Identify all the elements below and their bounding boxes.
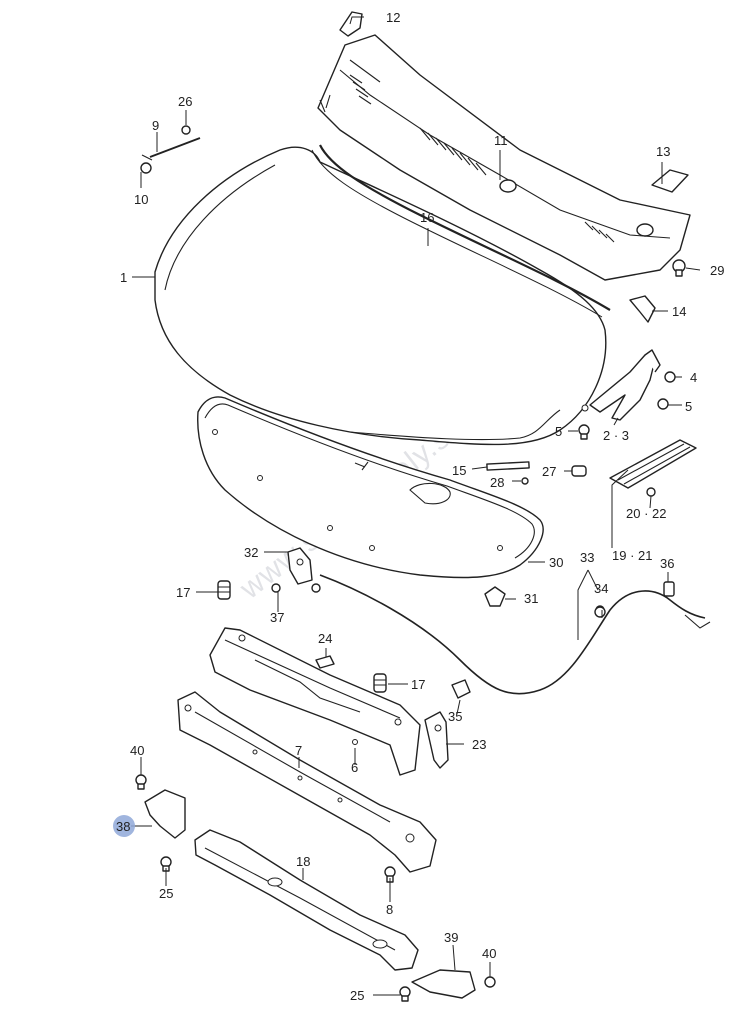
fastener-part-28 [521,477,529,485]
leader-lines [131,16,701,996]
bolt-part-40b [484,976,496,988]
callout-27: 27 [542,464,556,479]
weather-strip-part [311,144,611,318]
callout-38-highlight [113,815,135,837]
bolt-part-25b [399,986,411,1002]
callout-10: 10 [134,192,148,207]
callout-35: 35 [448,709,462,724]
callout-32: 32 [244,545,258,560]
callout-18: 18 [296,854,310,869]
callout-30: 30 [549,555,563,570]
bolt-part-5b [578,424,590,440]
bolt-part-5a [657,398,669,410]
hood-insulator-part [197,396,544,579]
callout-34: 34 [594,581,608,596]
bracket-part-38 [144,789,186,839]
callout-8: 8 [386,902,393,917]
lever-part-23 [424,711,449,769]
bracket-part-14 [629,295,656,323]
callout-26: 26 [178,94,192,109]
upper-member-part [177,691,437,873]
callout-4: 4 [690,370,697,385]
lower-member-part [194,829,419,971]
callout-28: 28 [490,475,504,490]
callout-1: 1 [120,270,127,285]
callout-14: 14 [672,304,686,319]
prop-rod-part [140,125,201,174]
callout-5-left: 5 [555,424,562,439]
callout-17-bottom: 17 [411,677,425,692]
cowl-panel-part [317,34,691,281]
callout-23: 23 [472,737,486,752]
callout-19-21: 19 · 21 [612,548,652,563]
callout-24: 24 [318,631,332,646]
clip-part-12 [339,11,363,37]
clip-part-35 [451,679,471,699]
callout-labels: 12 26 9 10 11 13 16 1 29 14 4 5 5 2 · 3 … [116,10,724,1003]
hood-hinge-part [581,349,661,421]
cable-end-part-36 [663,581,675,597]
grommet-part-31 [484,586,506,607]
callout-25-left: 25 [159,886,173,901]
bolt-part-40a [135,774,147,790]
bracket-part-39 [411,969,476,999]
bumper-part-17a [217,580,231,600]
callout-15: 15 [452,463,466,478]
callout-40-right: 40 [482,946,496,961]
callout-31: 31 [524,591,538,606]
callout-37: 37 [270,610,284,625]
clip-part-34 [594,606,606,618]
hood-latch-part [271,547,321,593]
callout-40-left: 40 [130,743,144,758]
bumper-part-17b [373,673,387,693]
callout-16: 16 [420,210,434,225]
callout-25-bottom: 25 [350,988,364,1003]
bracket-part-13 [651,169,689,193]
callout-13: 13 [656,144,670,159]
seal-part-15 [486,461,530,471]
callout-2-3: 2 · 3 [603,428,629,443]
pad-part-24 [315,655,335,669]
bolt-part-4 [664,371,676,383]
callout-7: 7 [295,743,302,758]
grommet-part-27 [571,465,587,477]
callout-36: 36 [660,556,674,571]
callout-38: 38 [116,819,130,834]
callout-33: 33 [580,550,594,565]
callout-9: 9 [152,118,159,133]
callout-20-22: 20 · 22 [626,506,666,521]
grille-trim-part [609,439,697,497]
callout-12: 12 [386,10,400,25]
callout-29: 29 [710,263,724,278]
callout-17-top: 17 [176,585,190,600]
callout-39: 39 [444,930,458,945]
callout-5-right: 5 [685,399,692,414]
hood-panel-part [154,146,607,446]
lock-brace-part [209,627,421,776]
callout-6: 6 [351,760,358,775]
bolt-part-29 [672,259,686,277]
callout-11: 11 [494,133,508,148]
